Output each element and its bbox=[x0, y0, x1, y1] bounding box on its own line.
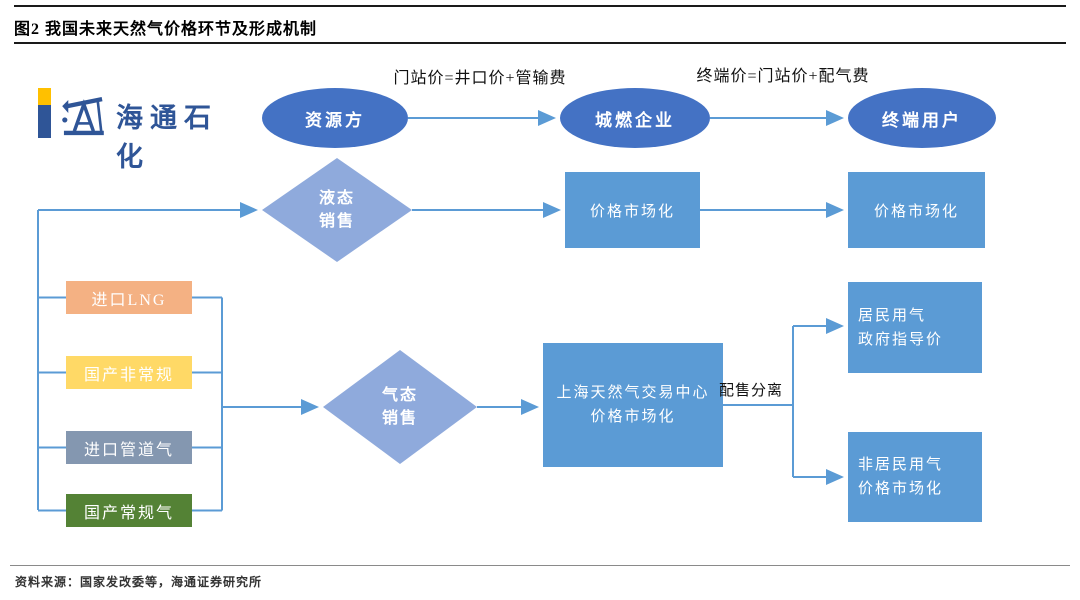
box-resident-gas-guided-price: 居民用气 政府指导价 bbox=[848, 282, 982, 373]
top-rule bbox=[14, 5, 1066, 7]
logo-bar-blue bbox=[38, 105, 51, 138]
box-domestic-conventional-gas: 国产常规气 bbox=[66, 494, 192, 527]
diamond-liquid-sales: 液态 销售 bbox=[262, 158, 412, 262]
terminal-price-formula: 终端价=门站价+配气费 bbox=[696, 68, 870, 85]
figure-title: 图2 我国未来天然气价格环节及形成机制 bbox=[14, 21, 318, 38]
node-end-user: 终端用户 bbox=[848, 88, 996, 148]
node-resource-supplier: 资源方 bbox=[262, 88, 408, 148]
source-note: 资料来源：国家发改委等，海通证券研究所 bbox=[15, 575, 263, 589]
box-shanghai-gas-exchange: 上海天然气交易中心 价格市场化 bbox=[543, 343, 723, 467]
title-rule bbox=[14, 42, 1066, 44]
logo-text: 海通石化 bbox=[116, 103, 218, 172]
haitong-logo: 海通石化 bbox=[38, 87, 248, 172]
box-price-marketized-mid: 价格市场化 bbox=[565, 172, 700, 248]
node-city-gas-company: 城燃企业 bbox=[560, 88, 710, 148]
box-price-marketized-end: 价格市场化 bbox=[848, 172, 985, 248]
logo-bar-yellow bbox=[38, 88, 51, 105]
box-import-pipeline-gas: 进口管道气 bbox=[66, 431, 192, 464]
citygate-price-formula: 门站价=井口价+管输费 bbox=[393, 70, 567, 87]
footer-rule bbox=[10, 565, 1070, 566]
box-nonresident-gas-market-price: 非居民用气 价格市场化 bbox=[848, 432, 982, 522]
oil-pumpjack-icon bbox=[62, 97, 104, 136]
box-domestic-unconventional: 国产非常规 bbox=[66, 356, 192, 389]
diamond-gas-sales: 气态 销售 bbox=[323, 350, 477, 464]
box-import-lng: 进口LNG bbox=[66, 281, 192, 314]
distribution-sales-separation-label: 配售分离 bbox=[719, 383, 784, 399]
